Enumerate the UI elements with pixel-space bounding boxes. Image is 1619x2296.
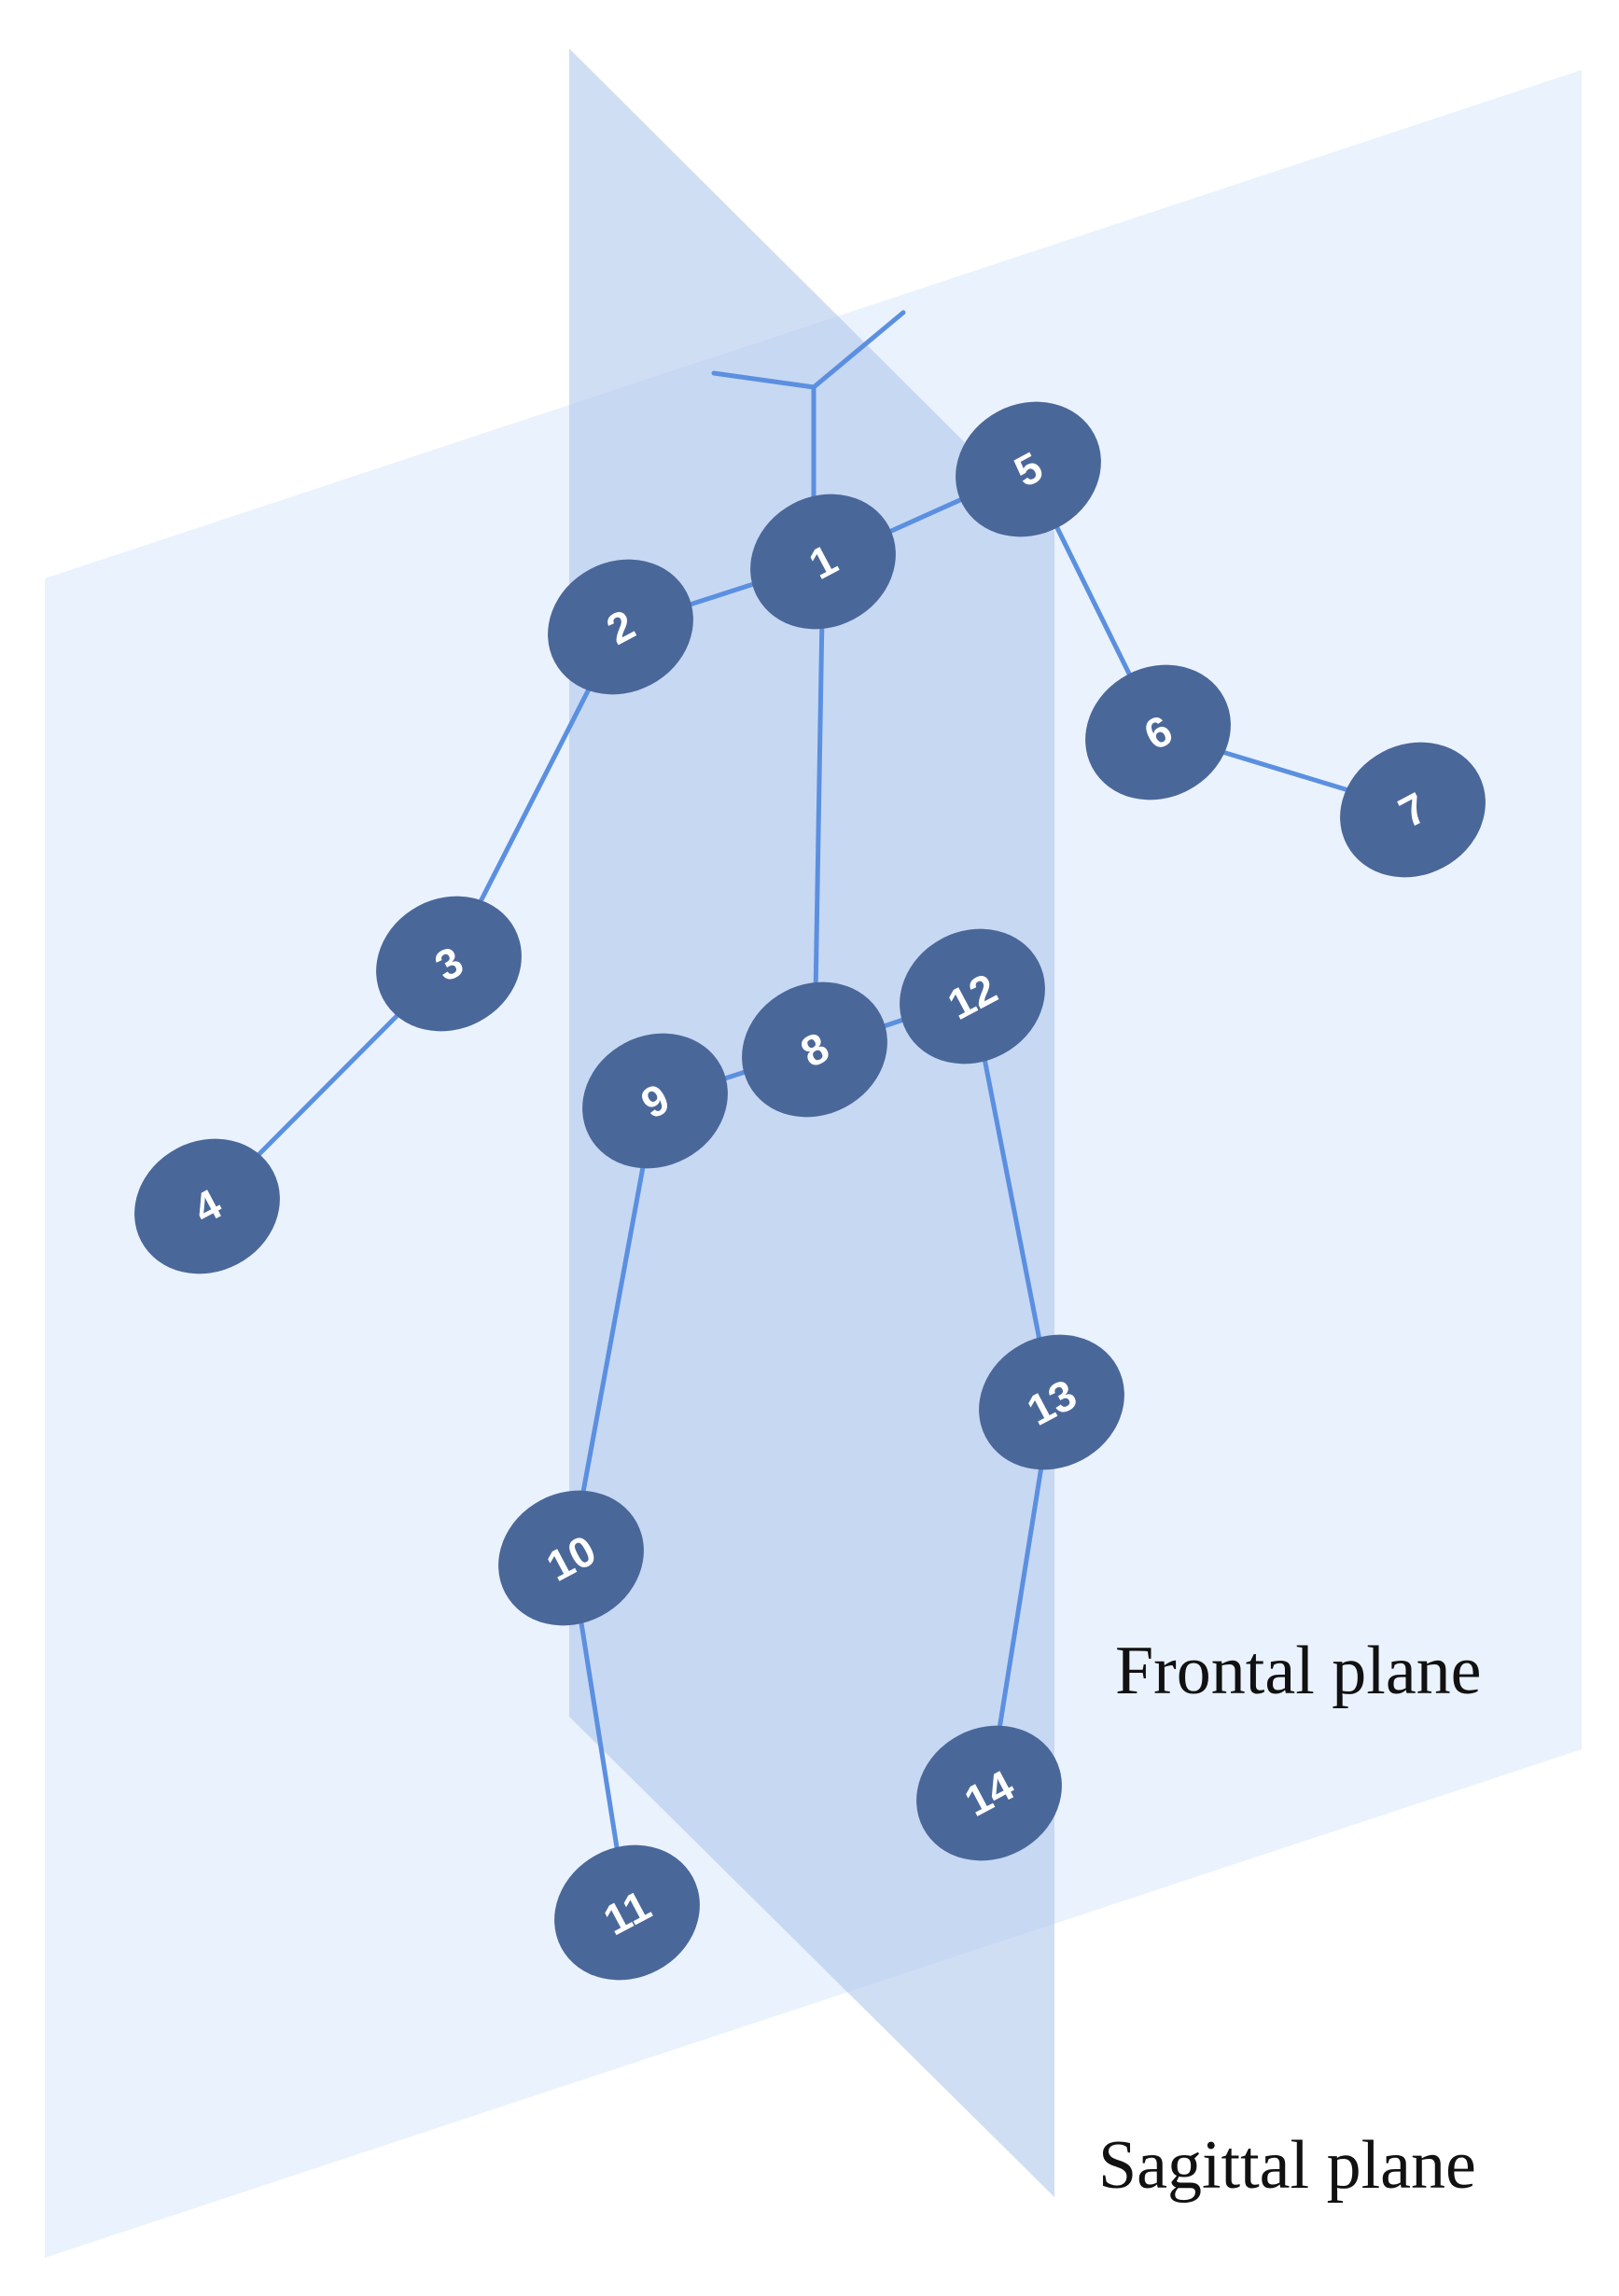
bone-9-10 <box>568 1098 658 1561</box>
joint-9: 9 <box>582 1033 728 1169</box>
joint-10-shape <box>498 1490 644 1626</box>
joint-3: 3 <box>376 896 522 1032</box>
joint-14: 14 <box>916 1725 1062 1861</box>
joint-1-shape <box>750 494 896 630</box>
joint-13: 13 <box>979 1334 1124 1470</box>
joint-6: 6 <box>1085 664 1231 800</box>
joint-12: 12 <box>900 928 1045 1065</box>
joint-8-shape <box>742 981 887 1118</box>
frontal-plane-label: Frontal plane <box>1115 1633 1482 1709</box>
joint-1: 1 <box>750 494 896 630</box>
joint-9-shape <box>582 1033 728 1169</box>
joint-7-shape <box>1340 742 1486 878</box>
joint-11-shape <box>554 1844 700 1981</box>
joint-5-shape <box>956 401 1101 537</box>
joint-6-shape <box>1085 664 1231 800</box>
sagittal-plane <box>569 49 1054 2197</box>
bone-1-8 <box>812 559 826 1052</box>
joint-2-shape <box>548 559 693 695</box>
joint-8: 8 <box>742 981 887 1118</box>
head-marker <box>711 310 906 507</box>
joint-5: 5 <box>956 401 1101 537</box>
joint-3-shape <box>376 896 522 1032</box>
joint-11: 11 <box>554 1844 700 1981</box>
joint-4-shape <box>134 1138 280 1274</box>
sagittal-plane-label: Sagittal plane <box>1098 2127 1476 2204</box>
joint-10: 10 <box>498 1490 644 1626</box>
joint-12-shape <box>900 928 1045 1065</box>
joint-14-shape <box>916 1725 1062 1861</box>
joint-2: 2 <box>548 559 693 695</box>
joint-4: 4 <box>134 1138 280 1274</box>
bone-12-13 <box>970 994 1054 1405</box>
joint-13-shape <box>979 1334 1124 1470</box>
joint-7: 7 <box>1340 742 1486 878</box>
